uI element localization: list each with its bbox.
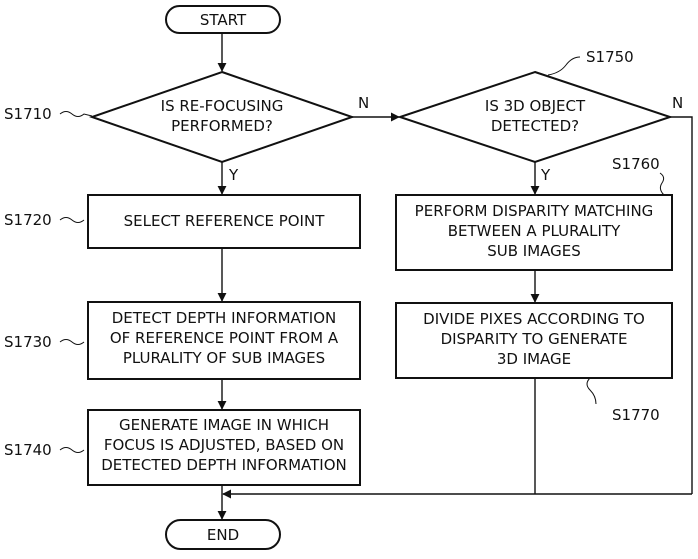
process-select-reference-point [87, 194, 361, 249]
process-s1770-line3: 3D IMAGE [497, 350, 571, 368]
process-s1740-line1: GENERATE IMAGE IN WHICH [119, 416, 329, 434]
decision-refocusing-line2: PERFORMED? [171, 117, 273, 135]
step-id-s1750: S1750 [586, 48, 634, 66]
step-id-s1720: S1720 [4, 211, 52, 229]
process-s1740-line3: DETECTED DEPTH INFORMATION [101, 456, 347, 474]
process-s1720-line1: SELECT REFERENCE POINT [124, 212, 326, 230]
leader-s1710 [59, 111, 93, 117]
step-id-s1760: S1760 [612, 155, 660, 173]
step-id-s1730: S1730 [4, 333, 52, 351]
process-s1730-line1: DETECT DEPTH INFORMATION [112, 309, 337, 327]
start-label: START [200, 11, 247, 29]
process-s1760-line2: BETWEEN A PLURALITY [448, 222, 621, 240]
process-divide-pixels [395, 302, 673, 379]
decision-3d-object-line1: IS 3D OBJECT [485, 97, 586, 115]
process-disparity-matching [395, 194, 673, 271]
end-terminal [165, 519, 281, 550]
yes-label-s1710: Y [228, 166, 239, 184]
end-label: END [207, 526, 239, 544]
process-s1770-line2: DISPARITY TO GENERATE [441, 330, 628, 348]
leader-s1730 [59, 339, 85, 345]
process-s1760-line3: SUB IMAGES [487, 242, 581, 260]
step-id-s1770: S1770 [612, 406, 660, 424]
process-s1760-line1: PERFORM DISPARITY MATCHING [415, 202, 654, 220]
start-terminal [165, 5, 281, 34]
no-label-s1750: N [672, 94, 683, 112]
yes-label-s1750: Y [540, 166, 551, 184]
step-id-s1710: S1710 [4, 105, 52, 123]
leader-s1750 [547, 56, 581, 76]
decision-3d-object-line2: DETECTED? [491, 117, 579, 135]
line-s1750-no [670, 116, 693, 494]
step-id-s1740: S1740 [4, 441, 52, 459]
no-label-s1710: N [358, 94, 369, 112]
leader-s1720 [59, 217, 85, 223]
decision-refocusing-line1: IS RE-FOCUSING [161, 97, 284, 115]
process-s1740-line2: FOCUS IS ADJUSTED, BASED ON [104, 436, 344, 454]
leader-s1770 [586, 377, 597, 405]
leader-s1760 [659, 172, 665, 196]
process-detect-depth [87, 301, 361, 380]
process-generate-image [87, 409, 361, 486]
process-s1770-line1: DIVIDE PIXES ACCORDING TO [423, 310, 645, 328]
leader-s1740 [59, 447, 85, 453]
process-s1730-line3: PLURALITY OF SUB IMAGES [123, 349, 325, 367]
process-s1730-line2: OF REFERENCE POINT FROM A [110, 329, 339, 347]
